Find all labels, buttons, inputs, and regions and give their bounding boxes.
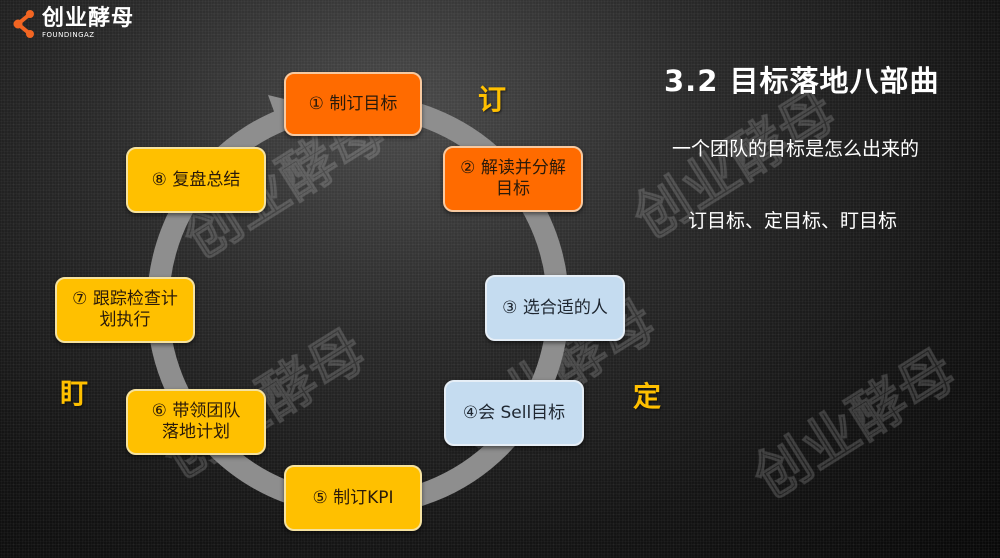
subtitle-three-steps: 订目标、定目标、盯目标 bbox=[688, 210, 898, 232]
phase-label-set: 订 bbox=[478, 83, 507, 116]
step-3-select-people: ③ 选合适的人 bbox=[485, 275, 625, 341]
page-title: 3.2 目标落地八部曲 bbox=[664, 64, 940, 98]
step-5-set-kpi: ⑤ 制订KPI bbox=[284, 465, 422, 531]
step-8-review: ⑧ 复盘总结 bbox=[126, 147, 266, 213]
subtitle: 一个团队的目标是怎么出来的 bbox=[672, 138, 920, 160]
phase-label-fix: 定 bbox=[633, 380, 662, 413]
step-1-set-goal: ① 制订目标 bbox=[284, 72, 422, 136]
step-7-track-execution: ⑦ 跟踪检查计 划执行 bbox=[55, 277, 195, 343]
logo-subname: FOUNDINGAZ bbox=[42, 31, 95, 39]
step-4-sell-goal: ④会 Sell目标 bbox=[444, 380, 584, 446]
step-2-decompose-goal: ② 解读并分解 目标 bbox=[443, 146, 583, 212]
logo-name: 创业酵母 bbox=[42, 6, 135, 31]
step-6-lead-team: ⑥ 带领团队 落地计划 bbox=[126, 389, 266, 455]
phase-label-watch: 盯 bbox=[60, 377, 89, 410]
logo-icon bbox=[12, 9, 38, 39]
brand-logo: 创业酵母 FOUNDINGAZ bbox=[12, 8, 134, 39]
